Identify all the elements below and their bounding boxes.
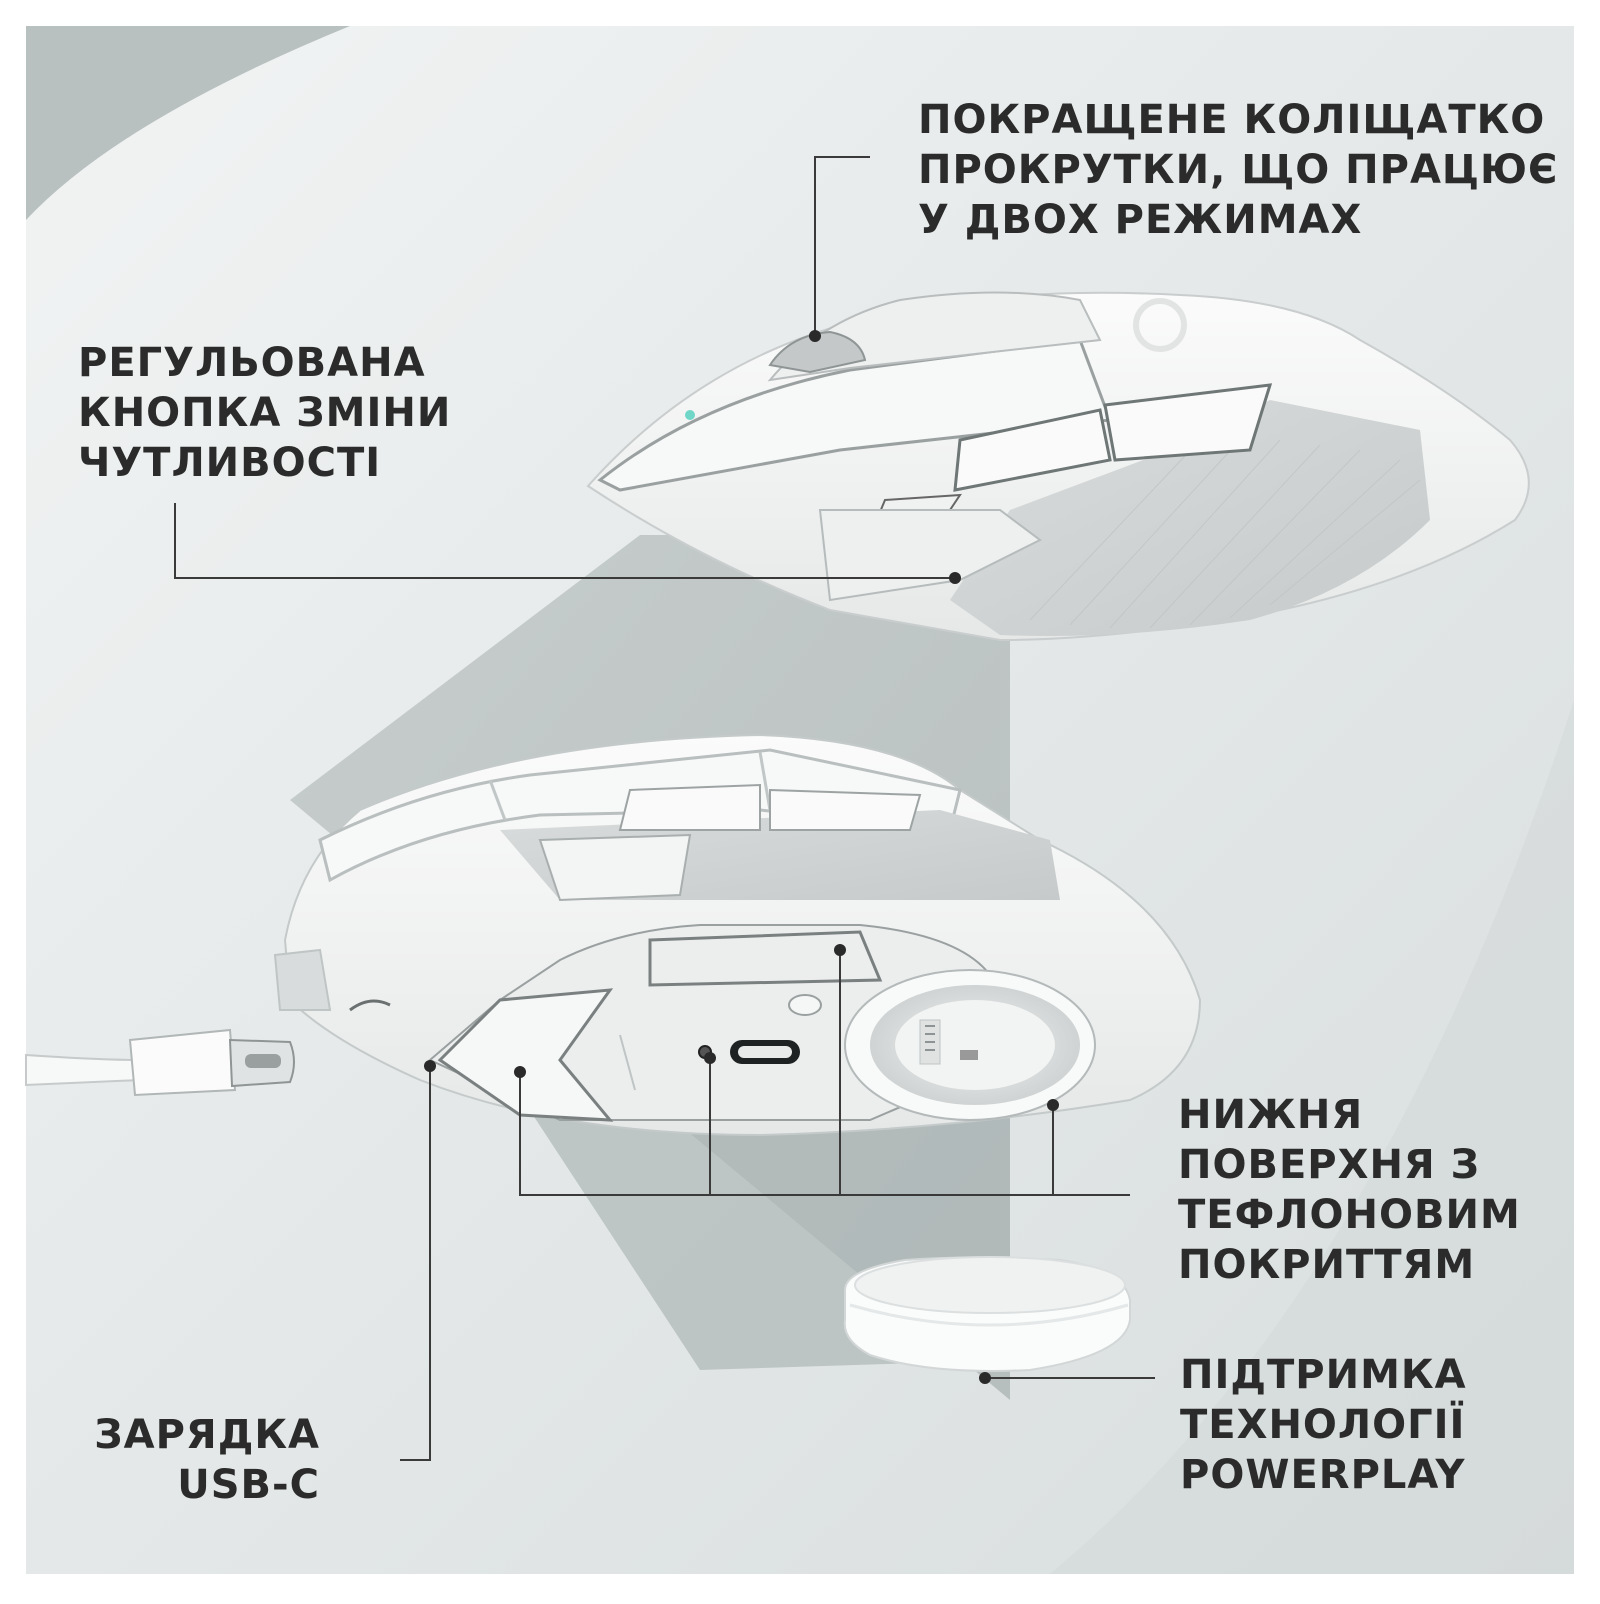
callout-line: ТЕФЛОНОВИМ	[1178, 1192, 1521, 1238]
mouse-bottom-illustration	[273, 733, 1202, 1137]
callout-line: ТЕХНОЛОГІЇ	[1180, 1402, 1466, 1448]
callout-line: USB-C	[177, 1462, 320, 1508]
callout-line: ПІДТРИМКА	[1180, 1352, 1467, 1398]
usb-c-leader-line	[400, 1066, 431, 1461]
callout-line: ПОКРИТТЯМ	[1178, 1242, 1476, 1288]
bottom-right-shade	[1050, 700, 1574, 1574]
callout-scroll-wheel: ПОКРАЩЕНЕ КОЛІЩАТКО ПРОКРУТКИ, ЩО ПРАЦЮЄ…	[918, 95, 1558, 245]
callout-ptfe-feet: НИЖНЯ ПОВЕРХНЯ З ТЕФЛОНОВИМ ПОКРИТТЯМ	[1178, 1090, 1521, 1290]
callout-line: ЧУТЛИВОСТІ	[78, 440, 382, 486]
callout-line: ЗАРЯДКА	[94, 1412, 320, 1458]
callout-dots	[424, 330, 1059, 1384]
callout-line: ПОКРАЩЕНЕ КОЛІЩАТКО	[918, 97, 1546, 143]
callout-line: POWERPLAY	[1180, 1452, 1466, 1498]
mouse-side-illustration	[586, 291, 1530, 642]
callout-lines	[174, 156, 1155, 1461]
usb-c-cable-illustration	[25, 1028, 295, 1097]
callout-line: КНОПКА ЗМІНИ	[78, 390, 452, 436]
callout-line: ПОВЕРХНЯ З	[1178, 1142, 1481, 1188]
powerplay-puck-illustration	[843, 1256, 1131, 1372]
callout-usb-c: ЗАРЯДКА USB-C	[60, 1410, 320, 1510]
callout-line: НИЖНЯ	[1178, 1092, 1364, 1138]
ptfe-feet-leader-line	[519, 1072, 1130, 1196]
dpi-button-leader-line	[174, 503, 955, 579]
callout-line: У ДВОХ РЕЖИМАХ	[918, 197, 1363, 243]
corner-shade-shape	[26, 26, 350, 220]
callout-dpi-button: РЕГУЛЬОВАНА КНОПКА ЗМІНИ ЧУТЛИВОСТІ	[78, 338, 451, 488]
callout-line: ПРОКРУТКИ, ЩО ПРАЦЮЄ	[918, 147, 1559, 193]
scroll-wheel-leader-line	[814, 156, 870, 336]
callout-powerplay: ПІДТРИМКА ТЕХНОЛОГІЇ POWERPLAY	[1180, 1350, 1467, 1500]
callout-line: РЕГУЛЬОВАНА	[78, 340, 426, 386]
